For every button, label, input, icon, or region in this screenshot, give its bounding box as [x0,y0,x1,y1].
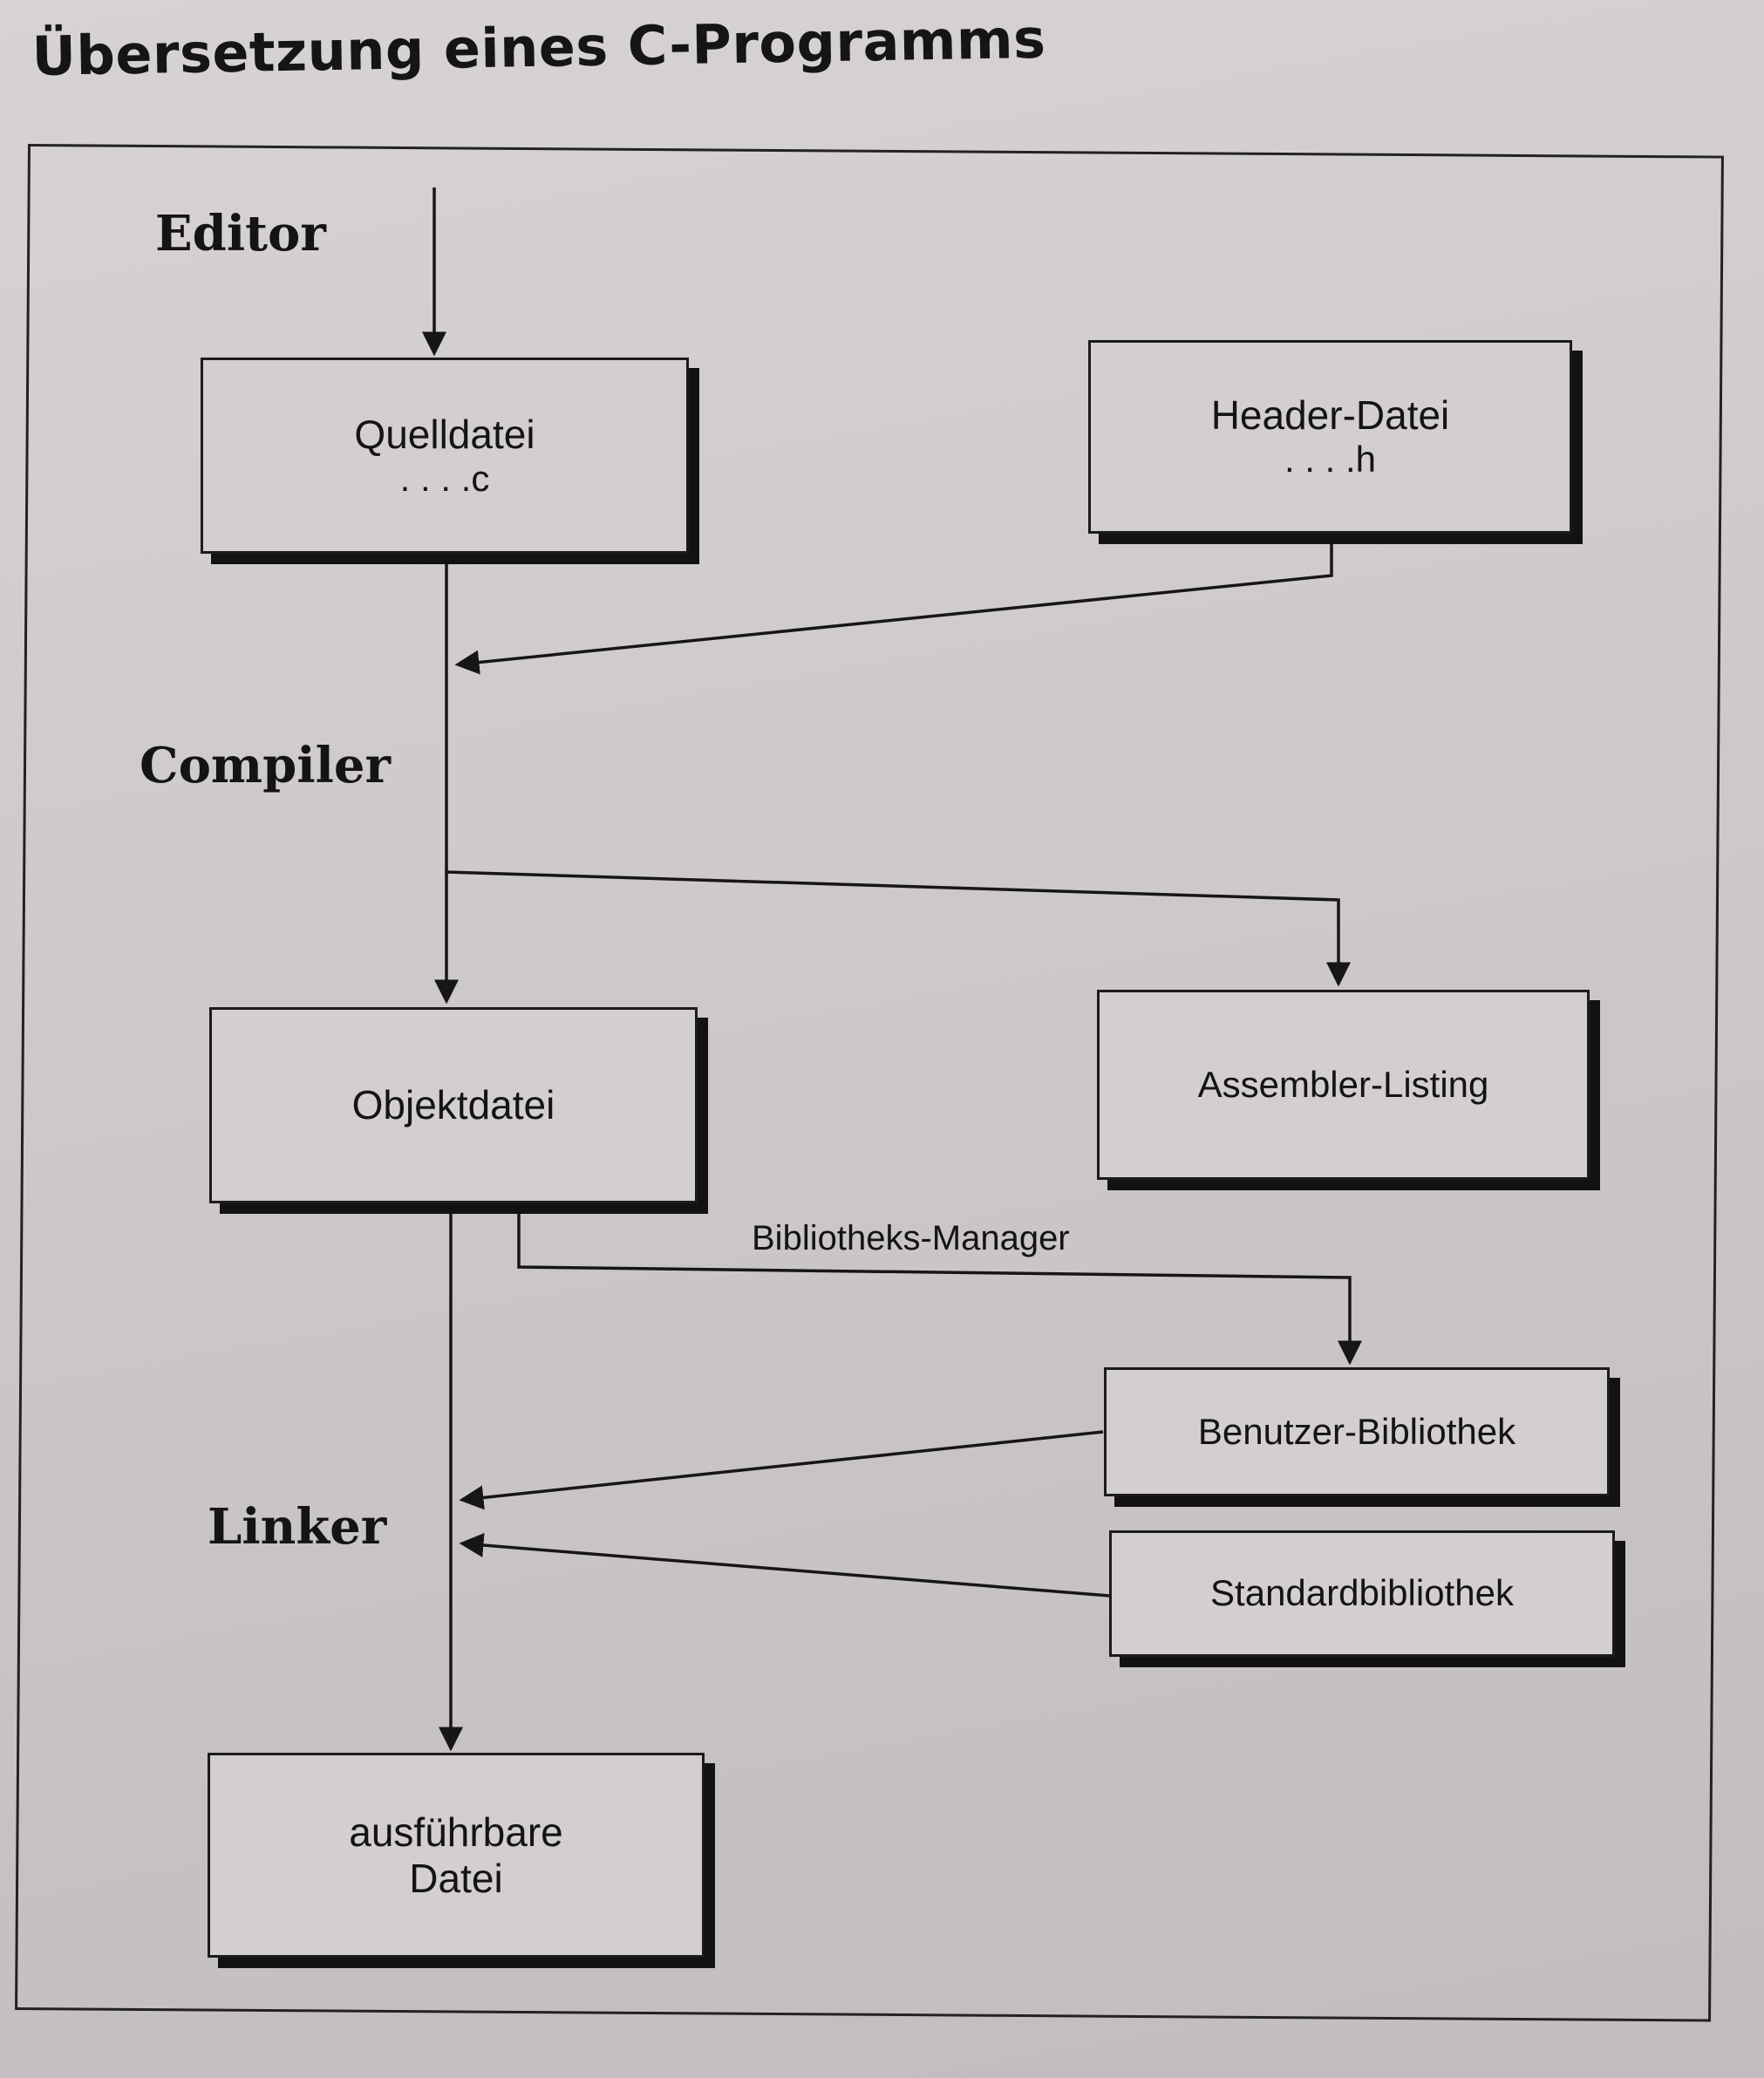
library-manager-label: Bibliotheks-Manager [752,1219,1070,1257]
stage-label-linker: Linker [208,1498,387,1556]
arrow-standard-library-to-linker [459,1533,1110,1598]
standard-library-box: Standardbibliothek [1109,1530,1615,1657]
executable-file-label-line2: Datei [409,1855,503,1901]
source-file-label: Quelldatei [354,411,535,457]
header-file-extension: . . . .h [1284,439,1377,480]
executable-file-box: ausführbare Datei [208,1753,705,1958]
source-file-extension: . . . .c [399,457,490,499]
standard-library-label: Standardbibliothek [1210,1572,1514,1614]
stage-label-editor: Editor [155,205,326,262]
user-library-label: Benutzer-Bibliothek [1197,1410,1516,1452]
object-file-label: Objektdatei [351,1082,555,1128]
arrow-object-to-user-library [517,1208,1362,1366]
header-file-box: Header-Datei . . . .h [1088,340,1572,534]
header-file-label: Header-Datei [1210,392,1450,439]
source-file-box: Quelldatei . . . .c [201,358,689,554]
arrow-user-library-to-linker [459,1430,1104,1510]
executable-file-label: ausführbare [349,1809,563,1855]
user-library-box: Benutzer-Bibliothek [1104,1367,1610,1496]
object-file-box: Objektdatei [209,1007,698,1203]
assembler-listing-box: Assembler-Listing [1097,990,1590,1180]
arrow-header-to-compiler [454,536,1333,675]
arrow-compiler-to-assembler [446,870,1351,987]
stage-label-compiler: Compiler [140,737,392,794]
assembler-listing-label: Assembler-Listing [1197,1063,1489,1105]
